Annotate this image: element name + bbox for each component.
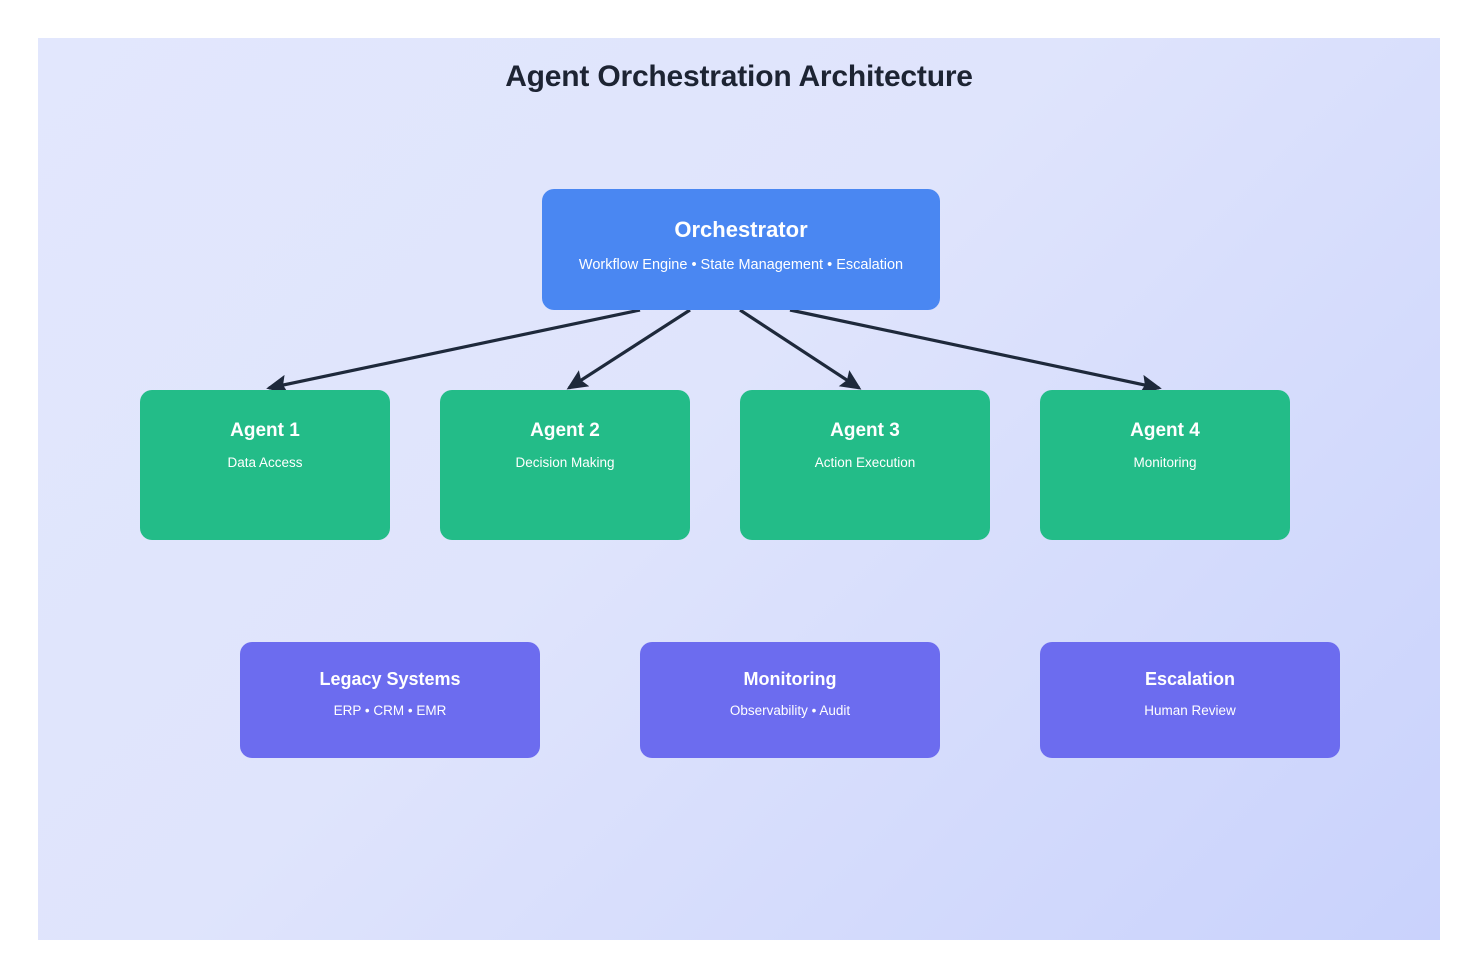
connector-arrow <box>789 308 1162 394</box>
node-orchestrator-subtitle: Workflow Engine • State Management • Esc… <box>578 257 904 274</box>
node-monitoring[interactable]: Monitoring Observability • Audit <box>640 642 940 758</box>
node-agent-4-title: Agent 4 <box>1130 420 1200 441</box>
connector-arrow <box>739 308 862 390</box>
node-agent-1-subtitle: Data Access <box>227 454 303 470</box>
node-agent-2-title: Agent 2 <box>530 420 600 441</box>
node-escalation-subtitle: Human Review <box>1144 702 1236 718</box>
page-title: Agent Orchestration Architecture <box>505 60 973 93</box>
node-agent-2[interactable]: Agent 2 Decision Making <box>440 390 690 540</box>
node-orchestrator-title: Orchestrator <box>674 217 808 242</box>
node-monitoring-title: Monitoring <box>743 669 837 689</box>
node-legacy-systems[interactable]: Legacy Systems ERP • CRM • EMR <box>240 642 540 758</box>
node-legacy-systems-title: Legacy Systems <box>319 669 461 689</box>
connector-arrow <box>266 308 641 394</box>
node-agent-3-subtitle: Action Execution <box>814 454 916 470</box>
node-agent-1-title: Agent 1 <box>230 420 300 441</box>
node-monitoring-subtitle: Observability • Audit <box>729 702 851 718</box>
node-agent-3-title: Agent 3 <box>830 420 900 441</box>
connector-arrow <box>566 308 691 390</box>
node-agent-2-subtitle: Decision Making <box>515 454 615 470</box>
node-agent-4-subtitle: Monitoring <box>1133 454 1197 470</box>
node-agent-1[interactable]: Agent 1 Data Access <box>140 390 390 540</box>
node-agent-3[interactable]: Agent 3 Action Execution <box>740 390 990 540</box>
node-legacy-systems-subtitle: ERP • CRM • EMR <box>333 702 447 718</box>
diagram-canvas: Agent Orchestration Architecture Orchest… <box>38 38 1440 940</box>
node-agent-4[interactable]: Agent 4 Monitoring <box>1040 390 1290 540</box>
node-orchestrator[interactable]: Orchestrator Workflow Engine • State Man… <box>542 189 940 310</box>
node-escalation-title: Escalation <box>1144 669 1236 689</box>
node-escalation[interactable]: Escalation Human Review <box>1040 642 1340 758</box>
